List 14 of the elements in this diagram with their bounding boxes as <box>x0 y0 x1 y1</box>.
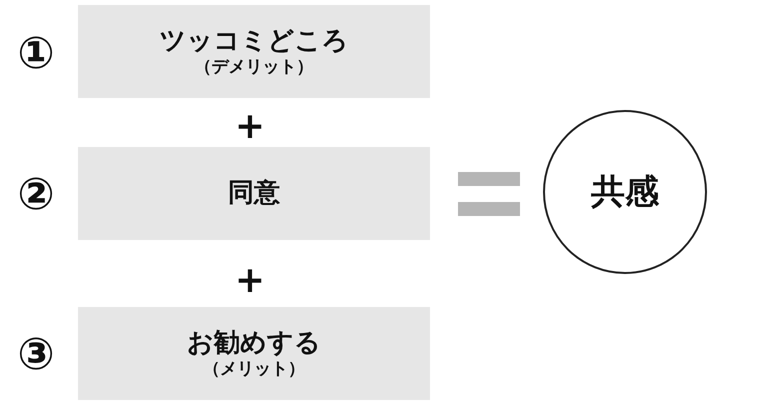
circled-number: ② <box>16 168 56 222</box>
box-subtitle: （デメリット） <box>194 56 314 78</box>
box-title: 共感 <box>591 172 659 212</box>
circled-number: ① <box>16 26 56 80</box>
box-title: 同意 <box>228 178 280 210</box>
process-box <box>78 307 430 400</box>
box-title: ツッコミどころ <box>160 26 348 57</box>
process-box <box>78 5 430 98</box>
box-title: お勧めする <box>187 328 321 359</box>
plus-sign: + <box>234 104 266 148</box>
circled-number: ③ <box>16 328 56 382</box>
process-box <box>78 147 430 240</box>
box-subtitle: （メリット） <box>203 358 305 380</box>
plus-sign: + <box>234 258 266 302</box>
